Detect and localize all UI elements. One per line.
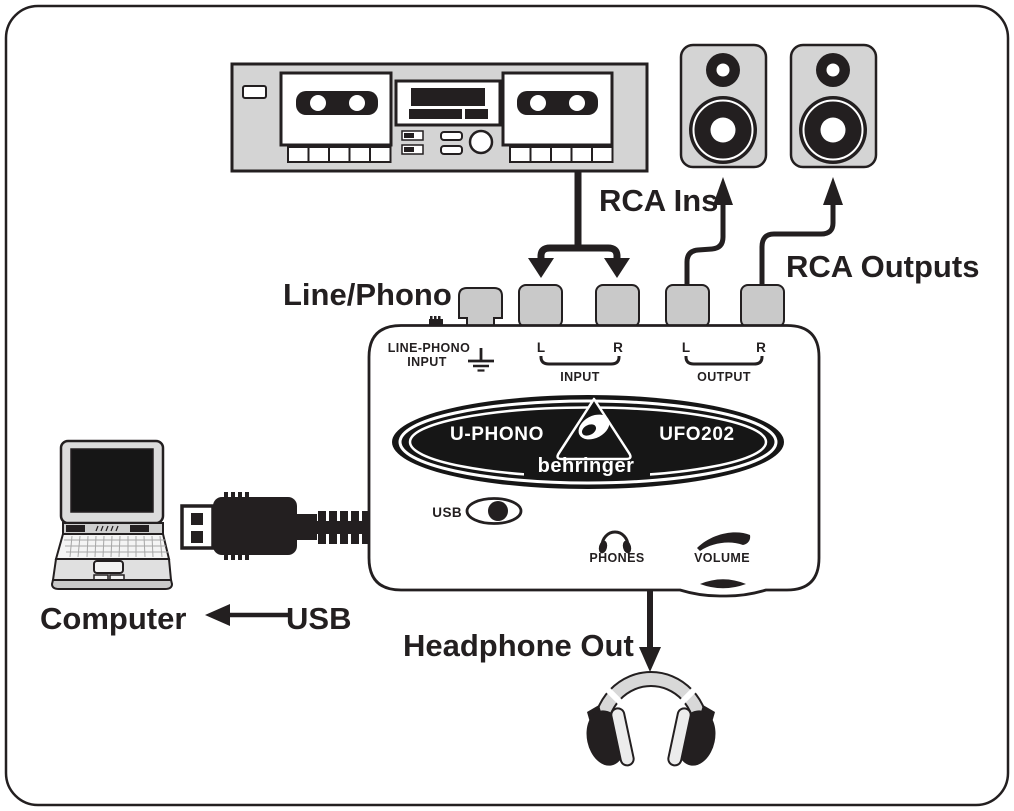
phones-label: PHONES xyxy=(589,551,644,565)
usb-plug-icon xyxy=(180,492,370,560)
label-headphone-out: Headphone Out xyxy=(403,628,634,663)
output-l-label: L xyxy=(682,340,690,355)
headphone-out-arrow xyxy=(639,591,661,672)
arrowhead-down-left xyxy=(528,258,554,278)
label-usb: USB xyxy=(286,601,351,636)
device-label-line-phono-2: INPUT xyxy=(407,355,447,369)
output-bracket xyxy=(684,356,764,366)
right-speaker xyxy=(789,43,878,169)
usb-led-label: USB xyxy=(432,505,462,520)
laptop-screen xyxy=(70,448,154,513)
deck-right-buttons xyxy=(509,146,614,163)
model-label: UFO202 xyxy=(659,424,734,445)
line-phono-connector xyxy=(458,287,503,328)
laptop-touchpad xyxy=(93,560,124,574)
input-r-connector xyxy=(595,284,640,328)
arrowhead-up-right xyxy=(823,177,843,205)
line-phono-switch xyxy=(429,316,443,327)
deck-right-cassette xyxy=(501,71,614,147)
output-r-connector xyxy=(740,284,785,328)
label-rca-outputs: RCA Outputs xyxy=(786,249,979,284)
output-l-connector xyxy=(665,284,710,328)
arrowhead-up-left xyxy=(713,177,733,205)
behringer-ufo202: LINE-PHONO INPUT L R INPUT L R OUTPUT U-… xyxy=(367,324,821,598)
deck-display xyxy=(394,79,502,127)
deck-knob xyxy=(468,129,494,155)
label-rca-ins: RCA Ins xyxy=(599,183,718,218)
label-line-phono: Line/Phono xyxy=(283,277,452,312)
usb-led-icon: USB xyxy=(432,497,523,525)
arrowhead-down-right xyxy=(604,258,630,278)
rca-connectors xyxy=(458,284,785,328)
headphones xyxy=(586,671,716,767)
laptop-computer xyxy=(50,439,174,590)
usb-direction-arrow xyxy=(205,604,292,626)
input-group-label: INPUT xyxy=(560,370,600,384)
label-computer: Computer xyxy=(40,601,186,636)
tape-to-input-arrow xyxy=(528,170,630,278)
volume-wheel xyxy=(700,579,746,589)
deck-controls xyxy=(401,129,494,155)
headphones-icon xyxy=(598,530,632,554)
brand-label: behringer xyxy=(538,455,635,477)
output-group-label: OUTPUT xyxy=(697,370,751,384)
device-label-line-phono-1: LINE-PHONO xyxy=(388,341,470,355)
series-label: U-PHONO xyxy=(450,424,544,445)
brand-badge: U-PHONO UFO202 behringer xyxy=(392,395,784,489)
output-to-right-speaker-arrow xyxy=(759,177,843,285)
output-r-label: R xyxy=(756,340,766,355)
volume-swoosh-icon xyxy=(697,532,751,551)
output-to-left-speaker-arrow xyxy=(684,177,733,285)
volume-label: VOLUME xyxy=(694,551,750,565)
input-bracket xyxy=(539,356,621,366)
left-speaker xyxy=(679,43,768,169)
deck-left-buttons xyxy=(287,146,392,163)
cassette-deck xyxy=(230,62,649,173)
deck-power-button xyxy=(242,85,267,99)
input-l-label: L xyxy=(537,340,545,355)
input-r-label: R xyxy=(613,340,623,355)
ground-icon xyxy=(468,348,494,372)
input-l-connector xyxy=(518,284,563,328)
deck-left-cassette xyxy=(279,71,393,147)
